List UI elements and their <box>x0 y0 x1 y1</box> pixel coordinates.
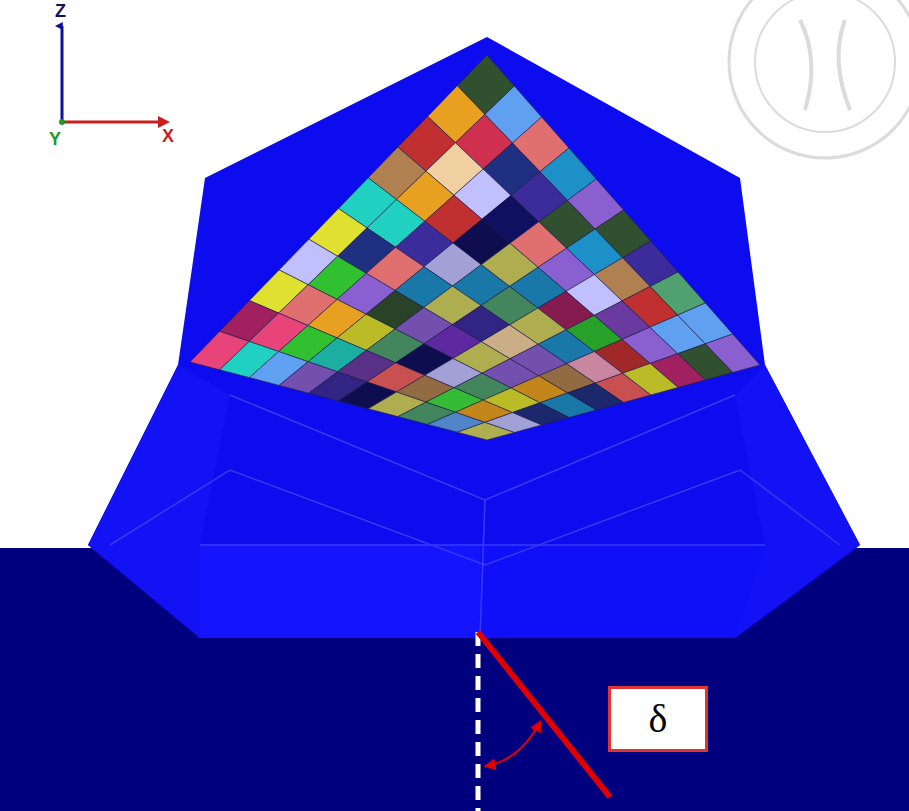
frustum-body <box>88 37 860 638</box>
axis-label: Y <box>49 130 61 148</box>
frustum-face <box>735 365 860 638</box>
symbol-label-box: δ <box>608 686 708 752</box>
z-axis <box>61 26 64 122</box>
block-cell <box>457 422 514 440</box>
symbol-text: δ <box>649 699 668 739</box>
frustum-face <box>200 545 480 638</box>
colored-block-grid <box>190 55 760 440</box>
angle-arc <box>486 722 540 766</box>
axis-label: Z <box>55 2 66 20</box>
axis-label: X <box>162 127 174 145</box>
y-axis-dot <box>59 119 65 125</box>
frustum-face <box>480 545 765 638</box>
vertical-reference-line <box>476 632 481 811</box>
watermark-seal <box>729 0 909 158</box>
frustum-edges <box>110 395 840 638</box>
inclined-line <box>478 632 610 797</box>
x-axis <box>62 121 158 124</box>
